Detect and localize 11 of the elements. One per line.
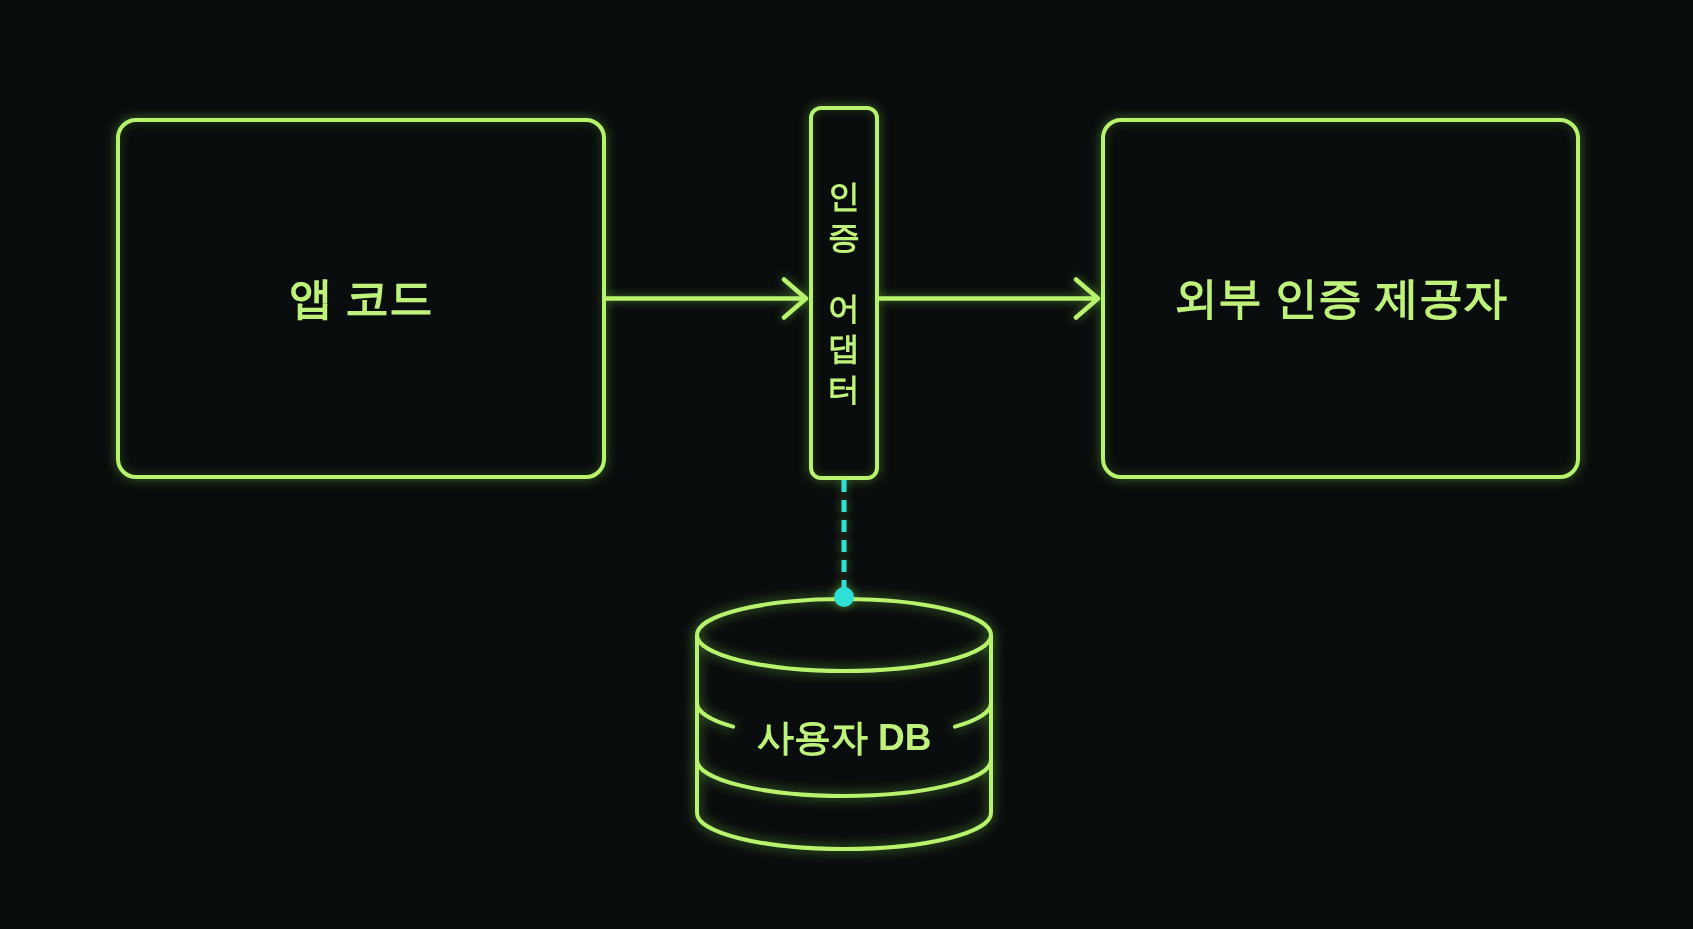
arrow — [606, 277, 809, 320]
node-label: 앱 코드 — [288, 272, 434, 325]
vertical-box — [809, 106, 879, 480]
node-label: 사용자 DB — [756, 715, 932, 760]
database-cylinder — [695, 597, 993, 851]
process-box — [116, 118, 606, 479]
dashed-connector — [834, 480, 854, 607]
arrow — [879, 277, 1101, 320]
node-label: 인증 어댑터 — [828, 176, 860, 410]
node-label: 외부 인증 제공자 — [1174, 272, 1507, 325]
process-box — [1101, 118, 1580, 479]
